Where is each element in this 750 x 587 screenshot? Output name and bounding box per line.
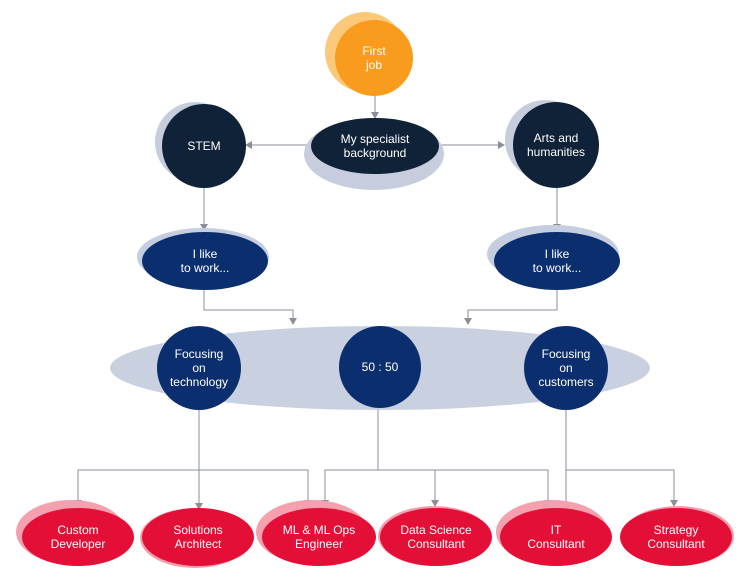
like-right-label: I like to work...: [532, 247, 582, 275]
balance-label: 50 : 50: [361, 360, 399, 374]
focus-customers-node: Focusing on customers: [524, 326, 608, 410]
arrow-head: [245, 141, 252, 149]
background-node-label: My specialist background: [340, 132, 410, 160]
connector-balance-ml: [324, 469, 378, 502]
stem-node: STEM: [162, 104, 246, 188]
start-node-label: First job: [362, 44, 386, 72]
connector-tech-ml: [199, 469, 309, 502]
arrow-head: [195, 503, 203, 510]
like-left-label: I like to work...: [180, 247, 230, 275]
role-label: Strategy Consultant: [647, 523, 705, 551]
role-label: ML & ML Ops Engineer: [282, 523, 356, 551]
start-node: First job: [335, 20, 413, 96]
connector-balance-it: [435, 469, 549, 502]
arts-node: Arts and humanities: [513, 102, 599, 188]
balance-node: 50 : 50: [339, 326, 421, 408]
like-right-node: I like to work...: [494, 232, 620, 290]
role-solutions-architect: Solutions Architect: [142, 508, 254, 566]
role-custom-developer: Custom Developer: [22, 508, 134, 566]
role-data-science-consultant: Data Science Consultant: [380, 508, 492, 566]
role-label: IT Consultant: [527, 523, 585, 551]
arrow-head: [431, 500, 439, 507]
focus-customers-label: Focusing on customers: [538, 347, 594, 389]
arrow-head: [498, 141, 505, 149]
role-label: Data Science Consultant: [400, 523, 472, 551]
arrow-head: [371, 112, 379, 119]
connector-customers-strategy: [566, 469, 675, 502]
arrow-head: [670, 500, 678, 507]
connector-tech-developer: [77, 469, 199, 502]
connector-like-left-band: [203, 289, 294, 320]
role-strategy-consultant: Strategy Consultant: [620, 508, 732, 566]
connector-like-right-band: [467, 289, 558, 320]
role-label: Custom Developer: [50, 523, 106, 551]
role-it-consultant: IT Consultant: [500, 508, 612, 566]
arrow-head: [464, 318, 472, 325]
focus-technology-label: Focusing on technology: [169, 347, 229, 389]
arts-node-label: Arts and humanities: [526, 131, 586, 159]
focus-technology-node: Focusing on technology: [157, 326, 241, 410]
background-node: My specialist background: [311, 118, 439, 174]
role-ml-engineer: ML & ML Ops Engineer: [262, 508, 376, 566]
connector-balance-datasci: [378, 469, 436, 502]
arrow-head: [200, 224, 208, 231]
arrow-head: [289, 318, 297, 325]
like-left-node: I like to work...: [142, 232, 268, 290]
stem-node-label: STEM: [187, 139, 221, 153]
role-label: Solutions Architect: [173, 523, 223, 551]
